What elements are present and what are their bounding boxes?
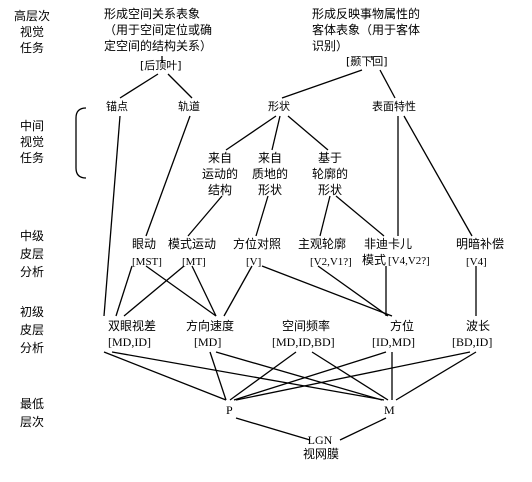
task-track: 轨道 (178, 100, 200, 113)
source-contour-line2: 轮廓的 (311, 167, 348, 181)
level-middle-line3: 任务 (19, 151, 44, 165)
source-texture-line2: 质地的 (251, 167, 288, 181)
area-eye-movement: 眼动 (132, 237, 157, 251)
level-early-line1: 初级 (19, 305, 44, 319)
link-track-eye (145, 115, 191, 237)
area-orientation-contrast-region: [V] (246, 256, 262, 268)
goal-left-line3: 定空间的结构关系） (104, 39, 213, 53)
lgn-label: LGN (307, 433, 333, 447)
level-lowest-line1: 最低 (19, 397, 44, 411)
source-contour-line1: 基于 (317, 151, 342, 165)
link-shape-src2 (271, 115, 281, 151)
link-right-surface (379, 69, 396, 99)
area-subjective-contour: 主观轮廓 (298, 237, 347, 251)
link-right-shape (281, 69, 363, 99)
area-eye-movement-region: [MST] (132, 256, 162, 268)
early-spatial-frequency: 空间频率 (282, 319, 331, 333)
early-orientation: 方位 (390, 319, 415, 333)
source-contour-line3: 形状 (317, 183, 342, 197)
link-src2-orient (255, 195, 269, 237)
link-src3-noncart (335, 195, 385, 237)
task-surface: 表面特性 (372, 100, 416, 113)
level-early-line2: 皮层 (19, 323, 44, 337)
goal-right-line1: 形成反映事物属性的 (312, 7, 421, 21)
task-shape: 形状 (268, 100, 290, 113)
link-pattern-disparity (123, 265, 185, 317)
node-posterior-parietal: [后顶叶] (140, 59, 182, 72)
early-direction-velocity: 方向速度 (186, 319, 235, 333)
area-subjective-contour-region: [V2,V1?] (310, 256, 352, 268)
link-orient-velocity (223, 265, 253, 317)
link-p-lgn (235, 417, 311, 441)
link-left-track (167, 73, 193, 99)
source-texture-line1: 来自 (257, 151, 282, 165)
goal-right-line3: 识别） (312, 39, 349, 53)
link-eye-disparity (115, 265, 133, 317)
level-midcortex-line2: 皮层 (19, 247, 44, 261)
level-midcortex-line1: 中级 (19, 229, 44, 243)
goal-left-line1: 形成空间关系表象 (104, 7, 201, 21)
link-surface-shading (403, 115, 473, 237)
level-lowest-line2: 层次 (19, 415, 44, 429)
early-binocular-disparity-cells: [MD,ID] (108, 335, 151, 349)
link-eye-velocity (145, 265, 217, 317)
link-m-lgn (339, 417, 387, 441)
level-middle-line2: 视觉 (19, 135, 44, 149)
link-pattern-velocity (191, 265, 217, 317)
area-shading-region: [V4] (466, 256, 487, 268)
goal-right-line2: 客体表象（用于客体 (312, 23, 421, 37)
source-motion-line3: 结构 (207, 183, 232, 197)
early-wavelength-cells: [BD,ID] (452, 335, 493, 349)
link-src1-pattern (187, 195, 223, 237)
pathway-p: P (226, 403, 233, 417)
source-texture-line3: 形状 (257, 183, 282, 197)
source-motion-line1: 来自 (207, 151, 232, 165)
area-shading: 明暗补偿 (456, 237, 505, 251)
link-src3-subj (319, 195, 331, 237)
area-orientation-contrast: 方位对照 (233, 237, 282, 251)
early-direction-velocity-cells: [MD] (194, 335, 222, 349)
level-high-line1: 高层次 (13, 9, 50, 23)
area-pattern-motion: 模式运动 (168, 237, 217, 251)
source-motion-line2: 运动的 (201, 167, 238, 181)
link-anchor-disparity (103, 115, 121, 317)
early-orientation-cells: [ID,MD] (372, 335, 415, 349)
link-shape-src3 (287, 115, 329, 151)
early-binocular-disparity: 双眼视差 (108, 319, 157, 333)
level-midcortex-line3: 分析 (19, 265, 44, 279)
goal-left-line2: （用于空间定位或确 (104, 23, 213, 37)
link-shape-src1 (225, 115, 277, 151)
middle-bracket (75, 107, 87, 179)
level-high-line2: 视觉 (19, 25, 44, 39)
task-anchor: 锚点 (106, 100, 128, 113)
area-non-cartesian: 非迪卡儿 (364, 237, 413, 251)
link-left-anchor (119, 73, 159, 99)
level-middle-line1: 中间 (19, 119, 44, 133)
node-inferior-temporal: [颞下回] (346, 55, 388, 68)
early-spatial-frequency-cells: [MD,ID,BD] (272, 335, 335, 349)
link-subj-orient (317, 265, 389, 317)
pathway-m: M (384, 403, 395, 417)
early-wavelength: 波长 (466, 319, 491, 333)
area-non-cartesian-line2: 模式 (362, 253, 387, 267)
retina-label: 视网膜 (302, 447, 339, 461)
area-pattern-motion-region: [MT] (182, 256, 206, 268)
area-non-cartesian-region: [V4,V2?] (388, 255, 430, 267)
level-early-line3: 分析 (19, 341, 44, 355)
level-high-line3: 任务 (19, 41, 44, 55)
link-orient-orient (261, 265, 393, 317)
